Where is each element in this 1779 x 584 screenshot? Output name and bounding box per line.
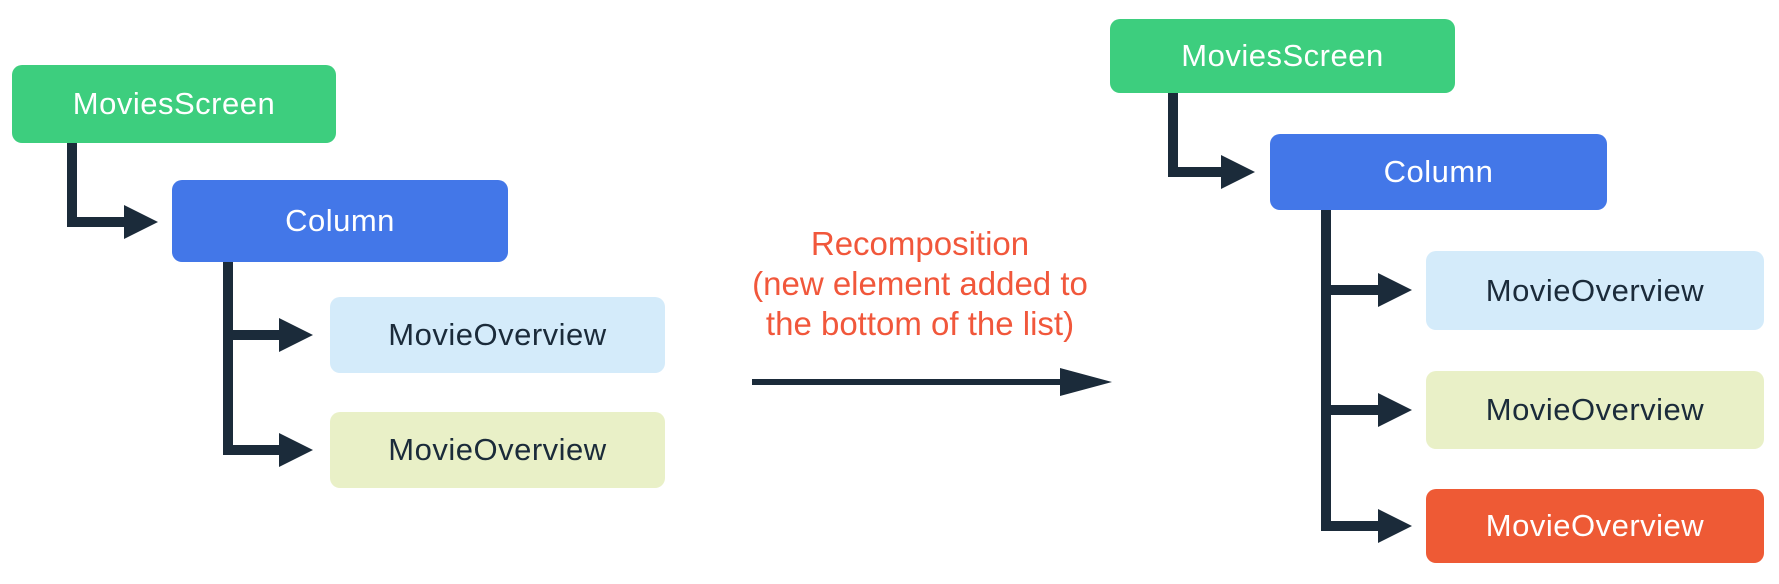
right-root-to-column-arrowhead-icon <box>1221 155 1255 189</box>
right-column-branch-line <box>1321 210 1380 531</box>
left-tree-column: Column <box>172 180 508 262</box>
right-tree-movieoverview-1: MovieOverview <box>1426 251 1764 330</box>
left-tree-movieoverview-2: MovieOverview <box>330 412 665 488</box>
recomposition-caption: Recomposition (new element added to the … <box>690 224 1150 344</box>
caption-line-3: the bottom of the list) <box>765 305 1075 342</box>
right-branch2-arrowhead-icon <box>1378 393 1412 427</box>
caption-line-2: (new element added to <box>752 265 1088 302</box>
right-tree-movieoverview-3-new: MovieOverview <box>1426 489 1764 563</box>
right-branch1-arrowhead-icon <box>1378 273 1412 307</box>
right-tree-column: Column <box>1270 134 1607 210</box>
left-tree-movieoverview-1: MovieOverview <box>330 297 665 373</box>
right-tree-root-moviesscreen: MoviesScreen <box>1110 19 1455 93</box>
left-root-to-column-connector <box>67 143 124 227</box>
left-tree-root-moviesscreen: MoviesScreen <box>12 65 336 143</box>
left-root-to-column-arrowhead-icon <box>124 205 158 239</box>
left-column-branch-line <box>223 262 281 455</box>
right-tree-movieoverview-2: MovieOverview <box>1426 371 1764 449</box>
left-branch1-arrowhead-icon <box>279 318 313 352</box>
caption-line-1: Recomposition <box>810 225 1030 262</box>
right-branch3-arrowhead-icon <box>1378 509 1412 543</box>
right-root-to-column-connector <box>1168 93 1221 177</box>
left-branch2-arrowhead-icon <box>279 433 313 467</box>
recomposition-arrowhead-icon <box>1060 368 1112 396</box>
